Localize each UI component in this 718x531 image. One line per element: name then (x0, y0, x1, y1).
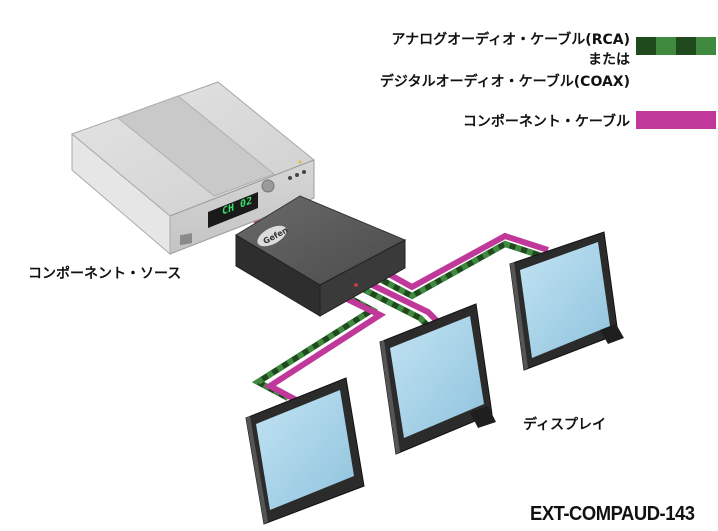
legend-digital-audio-coax: デジタルオーディオ・ケーブル(COAX) (379, 74, 630, 90)
component-source-label: コンポーネント・ソース (28, 266, 182, 282)
indicator-dot-icon (302, 170, 306, 174)
legend-component-cable: コンポーネント・ケーブル (462, 114, 630, 130)
legend-or: または (588, 52, 630, 68)
display-left (245, 377, 365, 525)
display-middle (379, 303, 496, 455)
display-right (509, 231, 624, 371)
cable-to-display-left (252, 289, 387, 405)
cable-to-display-right (376, 232, 549, 300)
power-led-icon (298, 160, 302, 164)
vent-icon (180, 233, 192, 246)
cables (242, 202, 549, 405)
indicator-dot-icon (288, 176, 292, 180)
gefen-logo-badge (257, 225, 287, 247)
model-number-label: EXT-COMPAUD-143 (530, 503, 695, 525)
legend-analog-audio-rca: アナログオーディオ・ケーブル(RCA) (391, 32, 630, 48)
status-led-icon (354, 283, 358, 287)
indicator-dot-icon (295, 173, 299, 177)
displays-label: ディスプレイ (523, 417, 607, 433)
component-cable-swatch (636, 111, 716, 129)
audio-cable-swatch (636, 37, 716, 55)
component-source-device: CH 02 (71, 81, 315, 256)
extender-device: Gefen (235, 195, 407, 317)
knob-icon (261, 179, 275, 193)
